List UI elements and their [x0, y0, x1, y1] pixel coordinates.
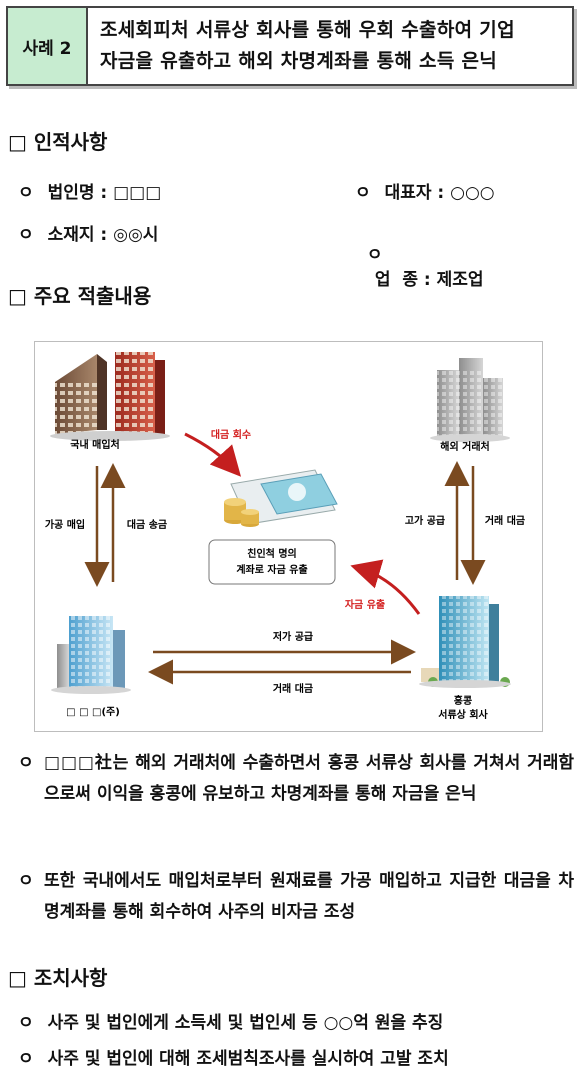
foreign-client-building-icon [430, 358, 510, 442]
section-personal-info-title: □ 인적사항 [8, 130, 108, 154]
outflow-arrow [350, 559, 421, 615]
action-item-text: 사주 및 법인에 대해 조세범칙조사를 실시하여 고발 조치 [47, 1049, 449, 1069]
case-title-line-2: 자금을 유출하고 해외 차명계좌를 통해 소득 은닉 [100, 50, 498, 72]
section-actions-title: □ 조치사항 [8, 966, 108, 990]
hidden-account-box [208, 539, 336, 585]
paragraph-text: □□□社는 해외 거래처에 수출하면서 홍콩 서류상 회사를 거쳐서 거래함으로… [44, 753, 574, 804]
foreign-client-label: 해외 거래처 [440, 440, 489, 453]
remit-label: 대금 송금 [127, 518, 167, 531]
process-buy-label: 가공 매입 [45, 518, 85, 531]
fund-flow-diagram: 국내 매입처 해외 거래처 친인척 명의 계좌로 자금 유출 대 [34, 341, 543, 732]
finding-paragraph-1: ㅇ □□□社는 해외 거래처에 수출하면서 홍콩 서류상 회사를 거쳐서 거래함… [18, 748, 574, 810]
case-title-line-1: 조세회피처 서류상 회사를 통해 우회 수출하여 기업 [100, 19, 515, 41]
action-item-2: ㅇ 사주 및 법인에 대해 조세범칙조사를 실시하여 고발 조치 [18, 1044, 449, 1069]
company-label: □ □ □(주) [66, 706, 120, 718]
action-item-text: 사주 및 법인에게 소득세 및 법인세 등 ○○억 원을 추징 [47, 1013, 444, 1033]
bullet: ㅇ [18, 871, 34, 891]
domestic-buyer-label: 국내 매입처 [70, 438, 119, 451]
info-item-text: 소재지 : ◎◎시 [47, 225, 159, 245]
info-item-text: 업 종 : 제조업 [374, 270, 484, 290]
action-item-1: ㅇ 사주 및 법인에게 소득세 및 법인세 등 ○○억 원을 추징 [18, 1008, 443, 1033]
bullet: ㅇ [18, 753, 34, 773]
hk-paper-company-building-icon [419, 596, 511, 688]
high-supply-label: 고가 공급 [405, 514, 445, 527]
fund-flow-svg: 국내 매입처 해외 거래처 친인척 명의 계좌로 자금 유출 대 [45, 352, 525, 721]
bullet: ㅇ [18, 1049, 34, 1069]
case-title: 조세회피처 서류상 회사를 통해 우회 수출하여 기업 자금을 유출하고 해외 … [100, 15, 566, 77]
bullet: ㅇ [18, 183, 34, 203]
domestic-buyer-building-icon [50, 352, 170, 441]
info-item-company: ㅇ 법인명 : □□□ [18, 178, 161, 203]
bullet: ㅇ [366, 245, 383, 265]
collect-arrow-label: 대금 회수 [211, 428, 251, 441]
money-documents-icon [224, 469, 338, 527]
outflow-arrow-label: 자금 유출 [345, 598, 385, 611]
hk-label-line-2: 서류상 회사 [438, 708, 488, 721]
bullet: ㅇ [18, 225, 34, 245]
center-box-line-2: 계좌로 자금 유출 [236, 563, 307, 576]
center-box-line-1: 친인척 명의 [247, 547, 296, 560]
info-item-location: ㅇ 소재지 : ◎◎시 [18, 220, 158, 245]
bullet: ㅇ [355, 183, 371, 203]
company-building-icon [51, 616, 131, 694]
low-supply-label: 저가 공급 [273, 630, 313, 643]
section-findings-title: □ 주요 적출내용 [8, 284, 152, 308]
hk-label-line-1: 홍콩 [454, 694, 472, 707]
info-item-ceo: ㅇ 대표자 : ○○○ [355, 178, 495, 203]
info-item-text: 대표자 : ○○○ [384, 183, 495, 203]
finding-paragraph-2: ㅇ 또한 국내에서도 매입처로부터 원재료를 가공 매입하고 지급한 대금을 차… [18, 866, 574, 928]
trade-payment-label-bottom: 거래 대금 [273, 682, 313, 695]
case-header-box: 사례 2 조세회피처 서류상 회사를 통해 우회 수출하여 기업 자금을 유출하… [6, 6, 574, 86]
case-label: 사례 2 [8, 8, 88, 84]
bullet: ㅇ [18, 1013, 34, 1033]
paragraph-text: 또한 국내에서도 매입처로부터 원재료를 가공 매입하고 지급한 대금을 차명계… [44, 871, 574, 922]
trade-payment-label-right: 거래 대금 [485, 514, 525, 527]
info-item-industry: ㅇ 업 종 : 제조업 [355, 220, 484, 290]
collect-arrow [184, 432, 242, 477]
info-item-text: 법인명 : □□□ [47, 183, 162, 203]
